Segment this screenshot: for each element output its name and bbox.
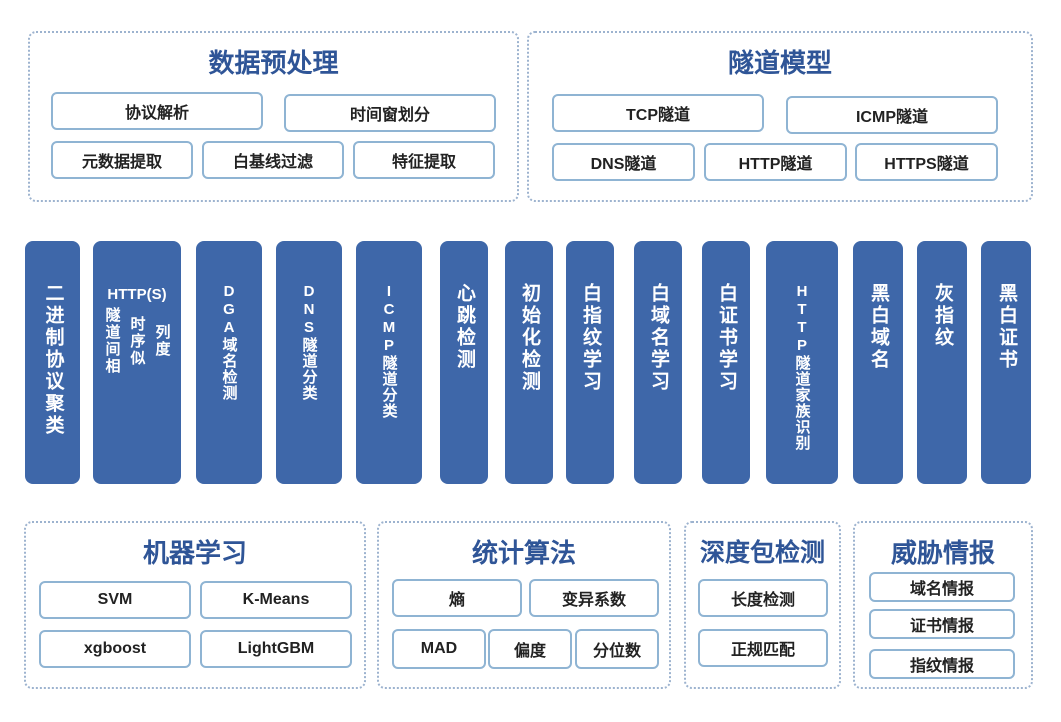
col-label-sub-3: 列度 xyxy=(153,324,171,358)
box-fingerprint-intel: 指纹情报 xyxy=(869,649,1015,679)
col-label: 白证书学习 xyxy=(716,283,737,393)
col-heartbeat-detection: 心跳检测 xyxy=(440,241,488,484)
box-https-tunnel: HTTPS隧道 xyxy=(855,143,998,181)
col-label: 白指纹学习 xyxy=(580,283,601,393)
col-dga-domain-detection: DGA域名检测 xyxy=(196,241,262,484)
col-label: HTTP隧道家族识别 xyxy=(793,283,811,451)
col-label: 灰指纹 xyxy=(932,283,953,349)
col-label-group: HTTP(S) 隧道间相 时序似 列度 xyxy=(103,285,172,375)
col-dns-tunnel-classification: DNS隧道分类 xyxy=(276,241,342,484)
col-label: 初始化检测 xyxy=(519,283,540,393)
col-black-white-cert: 黑白证书 xyxy=(981,241,1031,484)
panel-title: 深度包检测 xyxy=(699,539,825,567)
col-label-sub: 隧道间相 时序似 列度 xyxy=(103,307,172,375)
threat-intelligence-panel: 威胁情报 域名情报 证书情报 指纹情报 xyxy=(853,521,1033,689)
col-init-detection: 初始化检测 xyxy=(505,241,553,484)
col-label: DNS隧道分类 xyxy=(300,283,318,401)
box-feature-extract: 特征提取 xyxy=(353,141,495,179)
box-svm: SVM xyxy=(39,581,191,619)
col-label: DGA域名检测 xyxy=(220,283,238,401)
box-tcp-tunnel: TCP隧道 xyxy=(552,94,764,132)
col-label-head: HTTP(S) xyxy=(107,286,167,303)
col-https-tunnel-timing: HTTP(S) 隧道间相 时序似 列度 xyxy=(93,241,181,484)
statistics-panel: 统计算法 熵 变异系数 MAD 偏度 分位数 xyxy=(377,521,671,689)
box-skewness: 偏度 xyxy=(488,629,572,669)
panel-title: 隧道模型 xyxy=(727,48,832,78)
col-white-fingerprint-learning: 白指纹学习 xyxy=(566,241,614,484)
machine-learning-panel: 机器学习 SVM K-Means xgboost LightGBM xyxy=(24,521,366,689)
panel-title: 威胁情报 xyxy=(890,538,995,568)
col-label: 白域名学习 xyxy=(648,283,669,393)
box-entropy: 熵 xyxy=(392,579,522,617)
col-label: 心跳检测 xyxy=(454,283,475,371)
panel-title: 数据预处理 xyxy=(208,48,339,78)
col-label-sub-1: 隧道间相 xyxy=(103,307,121,375)
col-label-sub-2: 时序似 xyxy=(128,315,146,367)
col-white-cert-learning: 白证书学习 xyxy=(702,241,750,484)
box-variation-coefficient: 变异系数 xyxy=(529,579,659,617)
col-label: 二进制协议聚类 xyxy=(42,283,64,437)
box-dns-tunnel: DNS隧道 xyxy=(552,143,695,181)
tunnel-model-panel: 隧道模型 TCP隧道 ICMP隧道 DNS隧道 HTTP隧道 HTTPS隧道 xyxy=(527,31,1033,202)
box-http-tunnel: HTTP隧道 xyxy=(704,143,847,181)
col-label: 黑白证书 xyxy=(996,283,1017,371)
col-binary-protocol-clustering: 二进制协议聚类 xyxy=(25,241,80,484)
col-gray-fingerprint: 灰指纹 xyxy=(917,241,967,484)
box-quantile: 分位数 xyxy=(575,629,659,669)
box-xgboost: xgboost xyxy=(39,630,191,668)
box-protocol-parse: 协议解析 xyxy=(51,92,263,130)
box-lightgbm: LightGBM xyxy=(200,630,352,668)
panel-title: 统计算法 xyxy=(471,538,576,568)
box-regex-match: 正规匹配 xyxy=(698,629,828,667)
col-black-white-domain: 黑白域名 xyxy=(853,241,903,484)
box-kmeans: K-Means xyxy=(200,581,352,619)
col-http-tunnel-family: HTTP隧道家族识别 xyxy=(766,241,838,484)
panel-title: 机器学习 xyxy=(142,538,247,568)
col-icmp-tunnel-classification: ICMP隧道分类 xyxy=(356,241,422,484)
box-domain-intel: 域名情报 xyxy=(869,572,1015,602)
col-label: ICMP隧道分类 xyxy=(380,283,398,419)
data-preprocessing-panel: 数据预处理 协议解析 时间窗划分 元数据提取 白基线过滤 特征提取 xyxy=(28,31,519,202)
box-mad: MAD xyxy=(392,629,486,669)
box-length-detection: 长度检测 xyxy=(698,579,828,617)
col-label: 黑白域名 xyxy=(868,283,889,371)
box-whitelist-filter: 白基线过滤 xyxy=(202,141,344,179)
box-cert-intel: 证书情报 xyxy=(869,609,1015,639)
box-metadata-extract: 元数据提取 xyxy=(51,141,193,179)
deep-packet-inspection-panel: 深度包检测 长度检测 正规匹配 xyxy=(684,521,841,689)
col-white-domain-learning: 白域名学习 xyxy=(634,241,682,484)
box-time-window: 时间窗划分 xyxy=(284,94,496,132)
box-icmp-tunnel: ICMP隧道 xyxy=(786,96,998,134)
